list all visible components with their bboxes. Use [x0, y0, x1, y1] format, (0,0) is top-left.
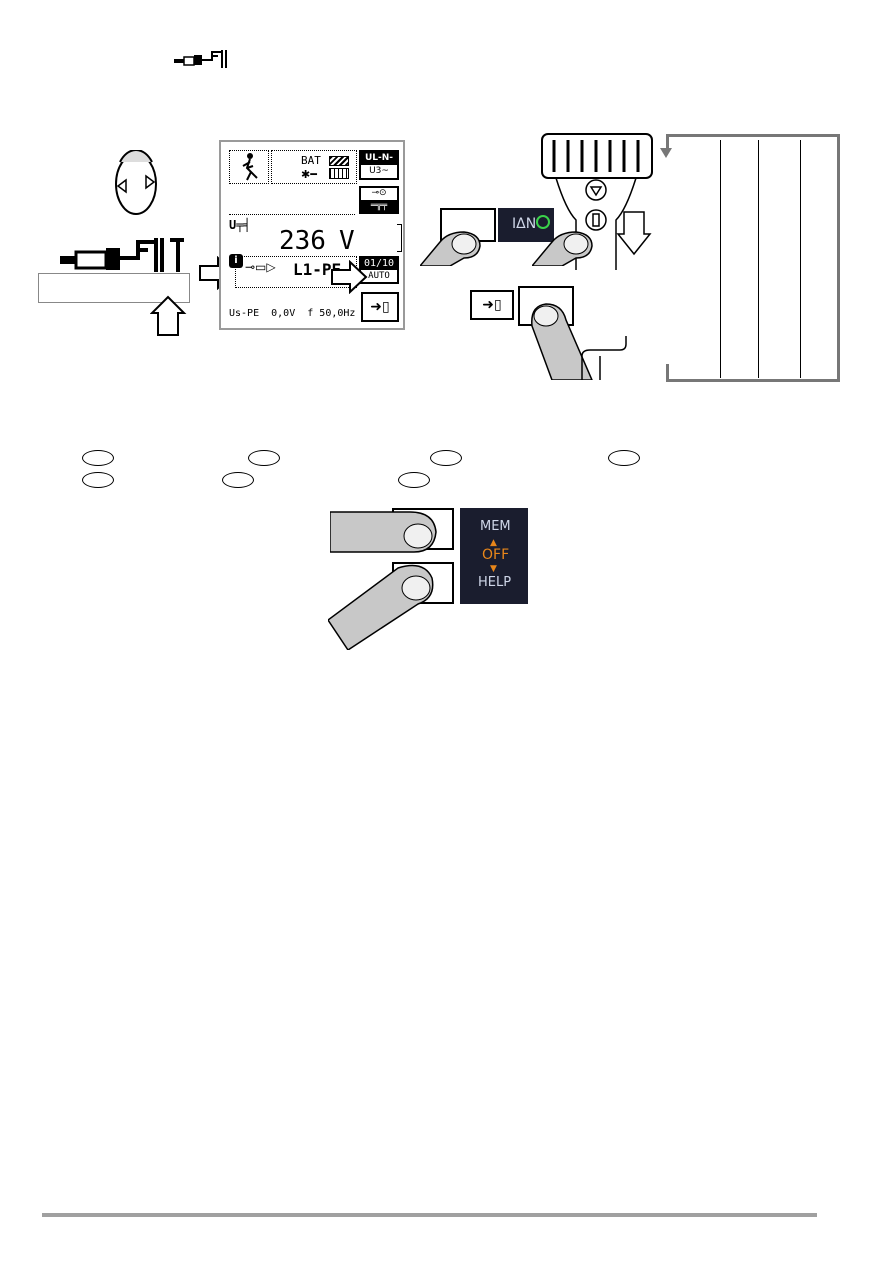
marker-ellipse	[222, 472, 254, 488]
info-icon: i	[229, 254, 243, 268]
mode-badge-sub: U3~	[369, 166, 389, 176]
help-label: HELP	[478, 575, 512, 590]
probe-badge[interactable]: ⊸⊙ ═╦╤	[359, 186, 399, 214]
finger-mem-icon	[330, 511, 437, 553]
marker-ellipse	[608, 450, 640, 466]
save-export-key[interactable]: ➜▯	[361, 292, 399, 322]
off-up-icon: ▲	[490, 538, 497, 548]
table-frame-bottom-left	[666, 364, 669, 382]
off-down-icon: ▼	[490, 564, 497, 574]
rotate-icon	[115, 150, 157, 215]
marker-ellipse	[248, 450, 280, 466]
frame-arrow-icon	[660, 148, 672, 158]
label-box	[38, 273, 190, 303]
finger-left-icon	[420, 231, 481, 266]
idn-label: IΔN	[512, 216, 537, 232]
mem-label: MEM	[480, 519, 511, 534]
plug-connection-icon: ⊸▭▷	[245, 260, 276, 274]
arrow-down-icon	[616, 211, 652, 256]
marker-ellipse	[430, 450, 462, 466]
finger-save-icon	[531, 303, 593, 380]
separator	[229, 214, 355, 215]
scroll-indicator	[397, 224, 402, 252]
probe-badge-bottom-icon: ═╦╤	[361, 201, 397, 213]
connection-label: L1-PE	[293, 260, 342, 279]
rotary-knob[interactable]	[536, 130, 658, 270]
probe-badge-top-icon: ⊸⊙	[361, 188, 397, 201]
finger-right-icon	[532, 231, 593, 266]
voltage-value: 236	[279, 226, 326, 256]
table-col-line-2	[758, 140, 759, 378]
footer-rule	[42, 1213, 817, 1217]
cable-line	[581, 336, 627, 380]
probe-plug-large-icon	[60, 238, 184, 272]
auto-label: AUTO	[368, 271, 390, 281]
person-walking-icon	[242, 153, 258, 181]
bat-label: BAT	[301, 154, 321, 167]
voltage-unit: V	[339, 226, 355, 256]
table-col-line-1	[720, 140, 721, 378]
top-icon-box	[229, 150, 269, 184]
mode-badge[interactable]: UL-N-PE U3~	[359, 150, 399, 180]
memory-icon	[329, 168, 349, 179]
marker-ellipse	[398, 472, 430, 488]
finger-help-icon	[328, 564, 434, 650]
table-frame	[666, 134, 840, 382]
battery-icon	[329, 156, 349, 166]
probe-plug-small-icon	[174, 50, 227, 68]
status-area	[271, 150, 357, 184]
counter-value: 01/10	[361, 258, 397, 270]
status-line: Us-PE 0,0V f 50,0Hz	[229, 308, 356, 319]
arrow-up-icon	[150, 295, 187, 336]
marker-ellipse	[82, 472, 114, 488]
table-frame-left	[666, 134, 669, 148]
off-label: OFF	[482, 547, 510, 563]
mode-badge-title: UL-N-PE	[361, 152, 397, 176]
start-icon	[536, 215, 550, 229]
mem-help-panel	[460, 508, 528, 604]
counter-box[interactable]: 01/10 AUTO	[359, 256, 399, 284]
voltage-label-icon: U╤╡	[229, 218, 251, 232]
device-display: BAT ✱━ UL-N-PE U3~ ⊸⊙ ═╦╤ U╤╡ 236 V i ⊸▭…	[219, 140, 405, 330]
table-col-line-3	[800, 140, 801, 378]
marker-ellipse	[82, 450, 114, 466]
arrow-right-small-icon	[331, 260, 368, 294]
bluetooth-icon: ✱━	[301, 168, 317, 181]
save-key-icon: ➜▯	[470, 290, 514, 320]
